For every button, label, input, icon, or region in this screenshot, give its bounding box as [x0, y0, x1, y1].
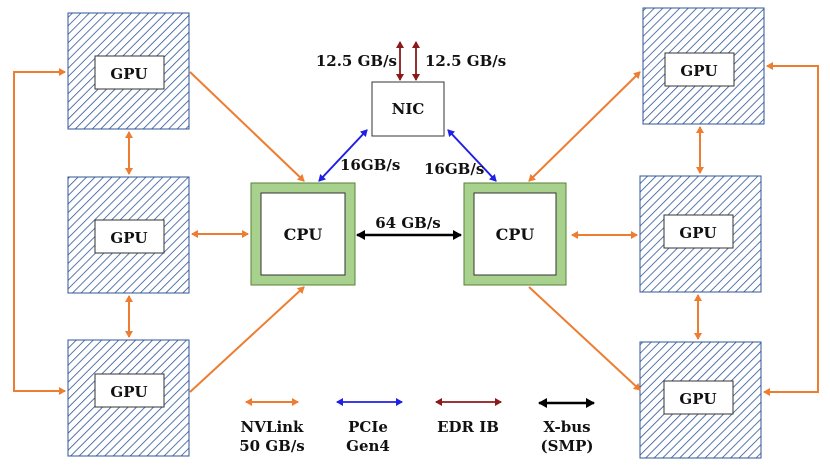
gpu-right-top: GPU: [642, 7, 765, 125]
pcie-links: [318, 129, 497, 182]
nic: NIC: [371, 81, 445, 137]
legend-item-edr: EDR IB: [435, 398, 502, 436]
pcie-left-label: 16GB/s: [340, 156, 400, 174]
gpu-label: GPU: [110, 65, 147, 83]
gpu-left-top: GPU: [67, 12, 190, 130]
legend-label-line1: X-bus: [543, 418, 590, 436]
nvlink-gpu-loop: [763, 62, 819, 396]
gpu-label: GPU: [679, 224, 716, 242]
legend-item-xbus: X-bus (SMP): [538, 398, 595, 455]
cpu-left: CPU: [250, 182, 356, 286]
gpu-label: GPU: [680, 62, 717, 80]
gpu-label: GPU: [110, 229, 147, 247]
legend-item-pcie: PCIe Gen4: [336, 398, 403, 455]
gpu-right-bottom: GPU: [639, 341, 762, 459]
gpu-left-middle: GPU: [67, 176, 190, 294]
edr-links: [396, 41, 420, 81]
legend-label-line2: 50 GB/s: [239, 437, 305, 455]
nic-bw-left-label: 12.5 GB/s: [316, 52, 397, 70]
gpu-label: GPU: [679, 390, 716, 408]
nic-label: NIC: [392, 100, 425, 118]
nvlink-gpu-cpu: [528, 286, 641, 391]
xbus-bw-label: 64 GB/s: [375, 214, 441, 232]
nvlink-gpu-cpu: [528, 71, 641, 182]
legend-label-line1: NVLink: [241, 418, 305, 436]
nvlink-gpu-cpu: [189, 71, 305, 182]
legend-label-line1: EDR IB: [437, 418, 499, 436]
nic-bw-right-label: 12.5 GB/s: [425, 52, 506, 70]
cpu-label: CPU: [496, 225, 535, 244]
legend: NVLink 50 GB/s PCIe Gen4 EDR IB X-bus (S…: [239, 398, 595, 455]
gpu-right-middle: GPU: [639, 175, 762, 293]
pcie-nic-cpu: [318, 129, 368, 182]
legend-item-nvlink: NVLink 50 GB/s: [239, 398, 305, 455]
pcie-nic-cpu: [447, 129, 497, 182]
pcie-right-label: 16GB/s: [424, 160, 484, 178]
nvlink-gpu-loop: [13, 68, 66, 395]
legend-label-line2: Gen4: [346, 437, 390, 455]
nvlink-gpu-cpu: [189, 286, 305, 393]
cpu-label: CPU: [284, 225, 323, 244]
nvlink-links: [13, 62, 819, 396]
gpu-label: GPU: [110, 383, 147, 401]
cpu-right: CPU: [463, 182, 567, 286]
legend-label-line1: PCIe: [348, 418, 388, 436]
gpu-left-bottom: GPU: [67, 339, 190, 457]
legend-label-line2: (SMP): [541, 437, 594, 455]
